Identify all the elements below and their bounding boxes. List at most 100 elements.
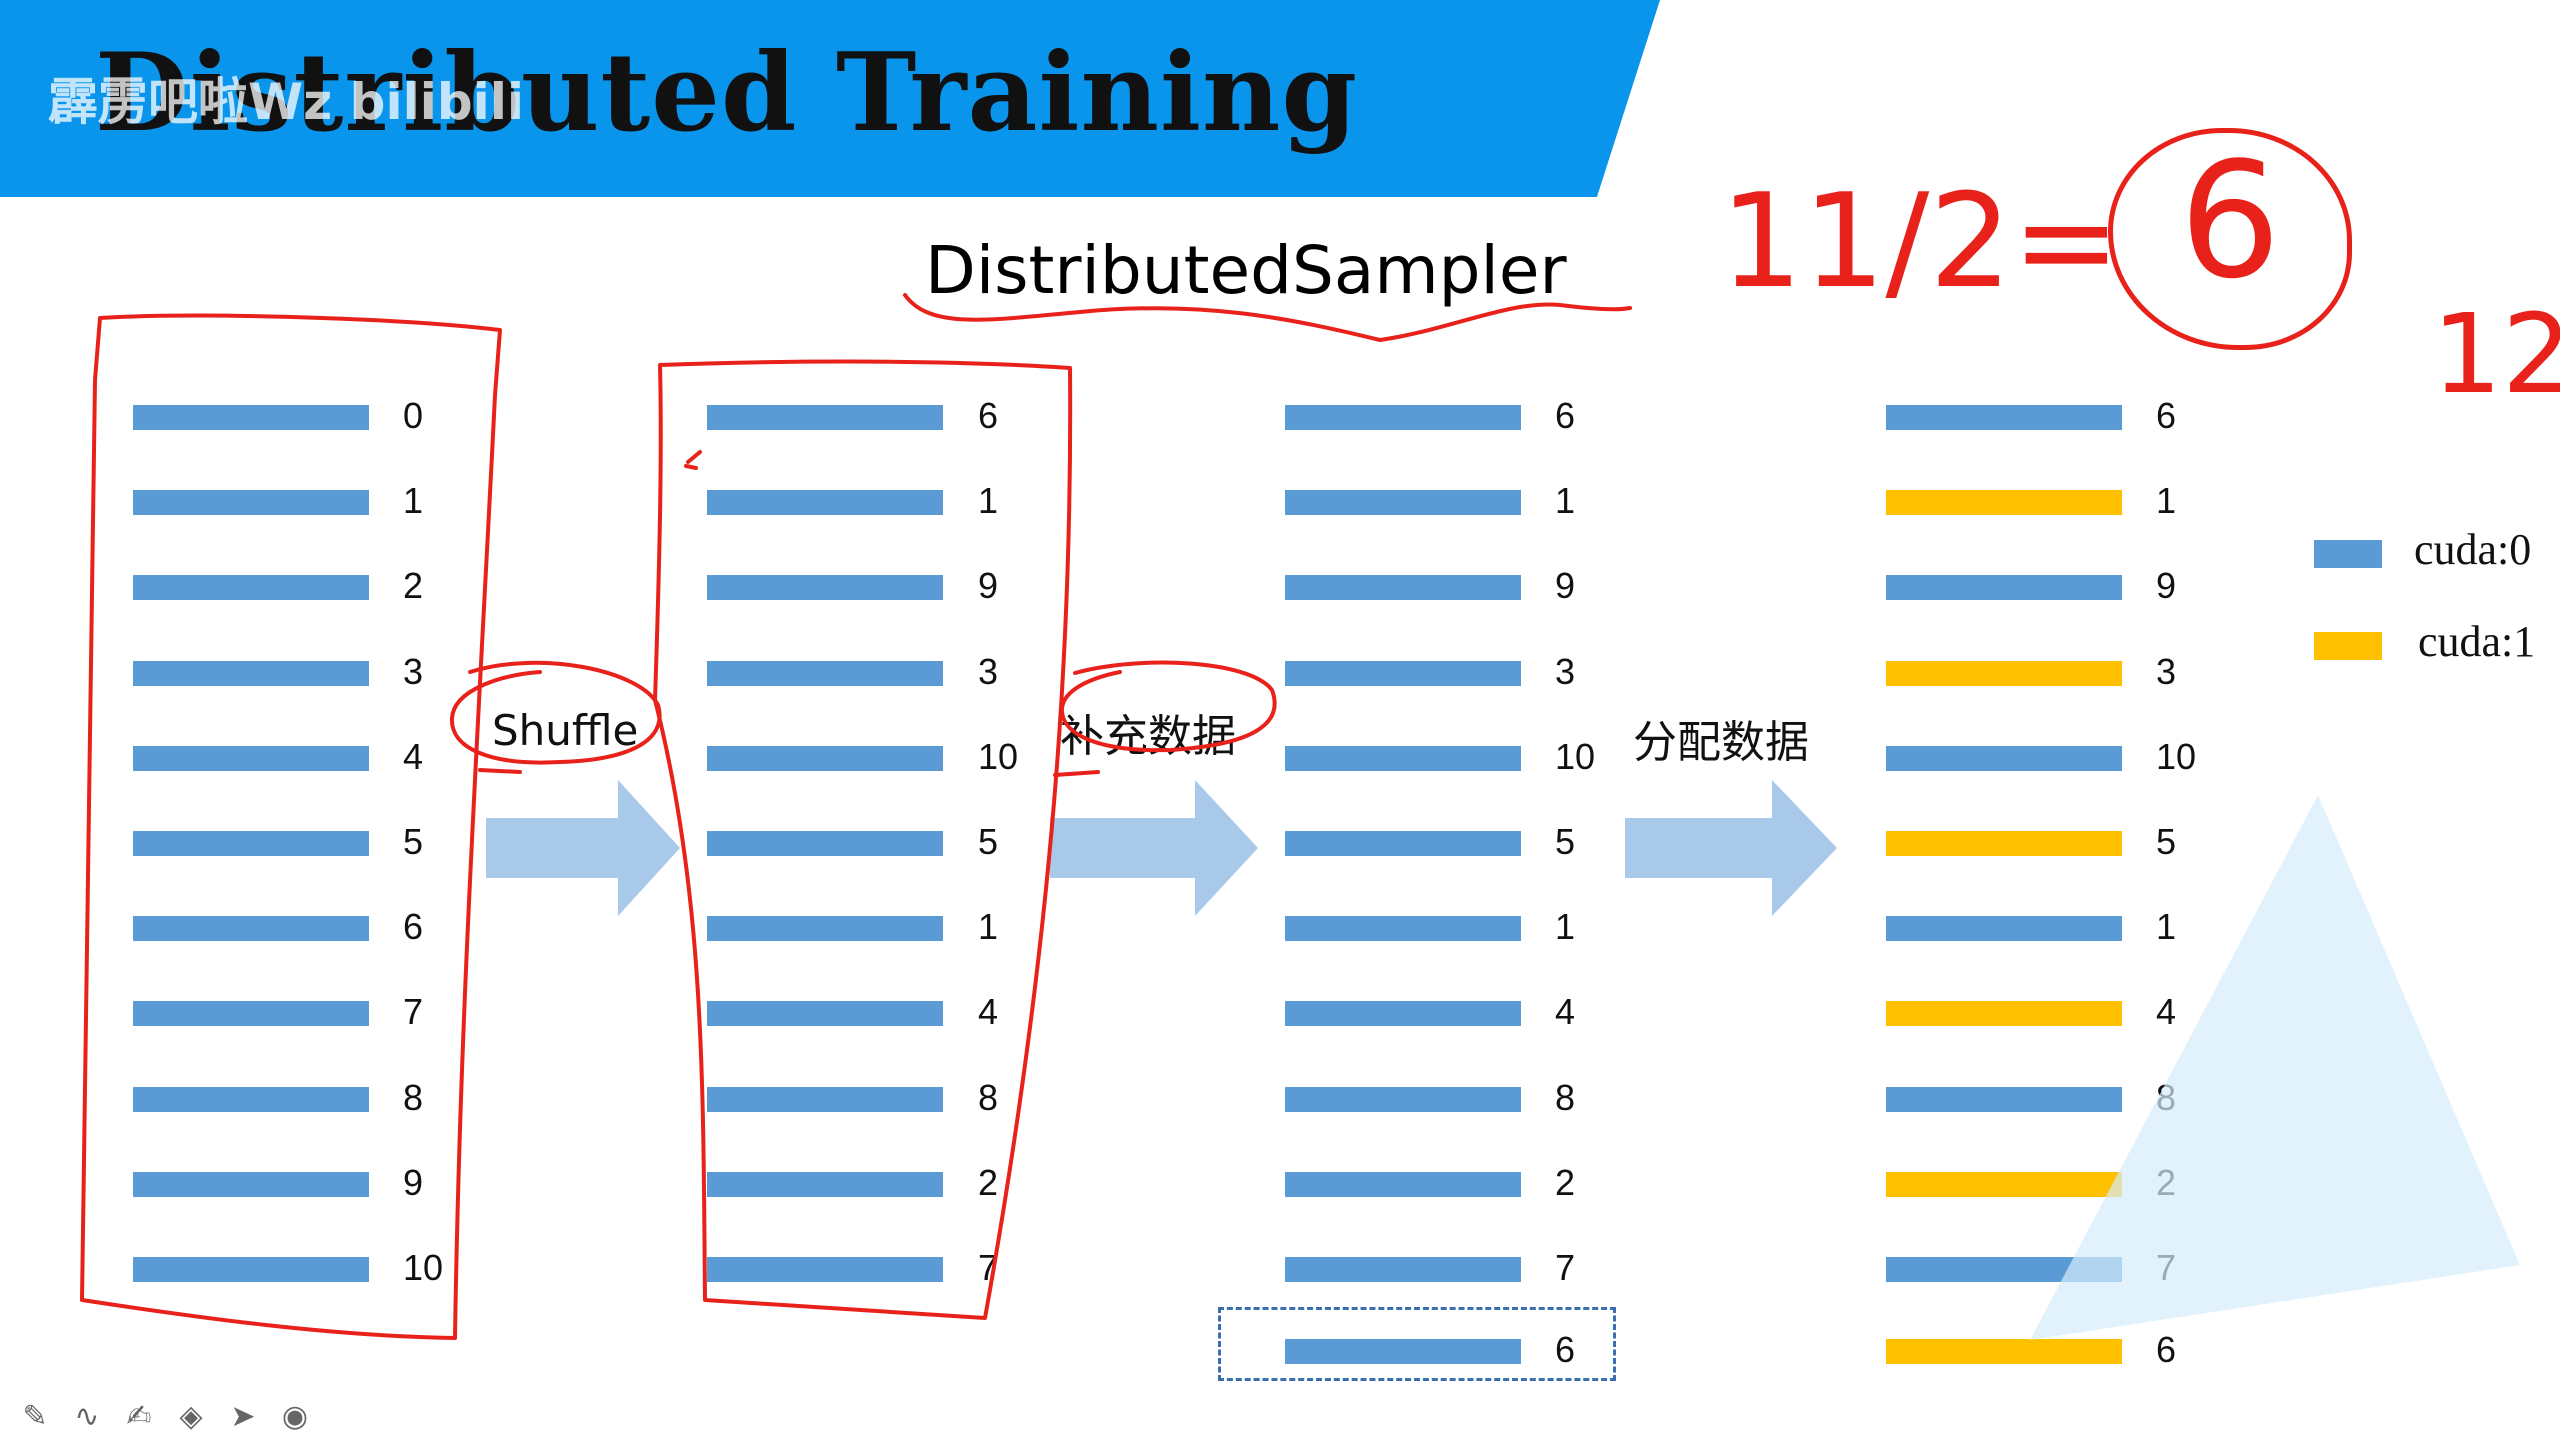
index-bar (1886, 745, 2122, 771)
pointer-icon[interactable]: ➤ (230, 1399, 256, 1434)
index-label: 1 (978, 480, 999, 522)
index-label: 6 (403, 906, 424, 948)
record-icon[interactable]: ◉ (281, 1399, 309, 1434)
index-bar (1886, 831, 2122, 856)
circled-result: 6 (2108, 128, 2352, 350)
index-label: 6 (1555, 1329, 1576, 1370)
index-bar (1285, 490, 1521, 516)
index-label: 4 (2156, 991, 2177, 1033)
index-bar (1285, 1339, 1521, 1364)
decorative-triangle (2030, 795, 2520, 1340)
index-bar (1886, 660, 2122, 686)
assign-label: 分配数据 (1633, 717, 1809, 768)
index-bar (707, 405, 943, 430)
index-bar (133, 1171, 369, 1197)
title-banner (0, 0, 1660, 197)
index-label: 1 (2156, 906, 2177, 948)
index-bar (1886, 490, 2122, 516)
index-bar (707, 831, 943, 856)
index-label: 0 (403, 395, 424, 436)
index-label: 4 (403, 735, 424, 777)
index-label: 9 (403, 1161, 424, 1203)
index-bar (133, 831, 369, 856)
index-bar (707, 745, 943, 771)
index-bar (1285, 831, 1521, 856)
handwritten-side-note: 12 (2432, 290, 2560, 418)
index-bar (1285, 1257, 1521, 1282)
ink-box-original (80, 313, 502, 1340)
legend-swatch-cuda1 (2314, 632, 2382, 660)
index-label: 1 (1555, 906, 1576, 948)
pad-arrow (1050, 780, 1258, 916)
index-label: 7 (403, 991, 424, 1033)
index-label: 10 (403, 1247, 444, 1288)
index-label: 10 (2156, 735, 2197, 777)
index-bar (133, 660, 369, 686)
index-bar (707, 916, 943, 942)
ink-small-mark (684, 450, 702, 470)
curve-icon[interactable]: ∿ (74, 1399, 100, 1434)
index-bar (133, 916, 369, 942)
index-label: 6 (2156, 395, 2177, 436)
index-label: 5 (2156, 821, 2177, 862)
index-bar (1886, 405, 2122, 430)
shuffle-label: Shuffle (492, 706, 639, 755)
index-bar (133, 745, 369, 771)
pad-label: 补充数据 (1060, 711, 1236, 762)
padded-element-box (1218, 1307, 1616, 1381)
legend-label-cuda1: cuda:1 (2418, 617, 2536, 666)
index-bar (1886, 916, 2122, 942)
page-title: Distributed Training (95, 30, 1359, 156)
index-bar (1886, 575, 2122, 601)
index-bar (707, 575, 943, 601)
annotation-toolbar: ✎ ∿ ✍ ◈ ➤ ◉ (18, 1400, 312, 1434)
index-bar (707, 490, 943, 516)
index-bar (1886, 1339, 2122, 1364)
index-bar (707, 660, 943, 686)
index-label: 5 (978, 821, 999, 862)
ink-circle-pad (1053, 660, 1277, 777)
index-label: 6 (1555, 395, 1576, 436)
index-bar (1886, 1001, 2122, 1027)
index-label: 1 (2156, 480, 2177, 522)
index-label: 10 (978, 735, 1019, 777)
assign-arrow (1625, 780, 1837, 916)
index-bar (707, 1171, 943, 1197)
ink-underline-subtitle (903, 293, 1632, 342)
index-label: 2 (403, 565, 424, 607)
legend-swatch-cuda0 (2314, 540, 2382, 568)
eraser-icon[interactable]: ◈ (179, 1399, 203, 1434)
highlighter-icon[interactable]: ✍ (126, 1399, 152, 1434)
index-bar (707, 1086, 943, 1112)
index-bar (1285, 660, 1521, 686)
index-label: 5 (1555, 821, 1576, 862)
index-label: 8 (403, 1076, 424, 1118)
index-bar (1886, 1086, 2122, 1112)
index-bar (1285, 575, 1521, 601)
index-bar (133, 490, 369, 516)
index-label: 6 (978, 395, 999, 436)
index-bar (1285, 745, 1521, 771)
index-label: 6 (2156, 1329, 2177, 1370)
subtitle: DistributedSampler (925, 232, 1567, 309)
pen-icon[interactable]: ✎ (22, 1399, 48, 1434)
index-bar (133, 1257, 369, 1282)
legend-label-cuda0: cuda:0 (2414, 525, 2532, 574)
index-bar (133, 1001, 369, 1027)
index-label: 3 (403, 650, 424, 692)
index-bar (1886, 1171, 2122, 1197)
index-label: 5 (403, 821, 424, 862)
index-label: 3 (2156, 650, 2177, 692)
index-bar (1285, 405, 1521, 430)
index-label: 1 (403, 480, 424, 522)
index-label: 4 (978, 991, 999, 1033)
watermark: 霹雳吧啦Wz bilibili (48, 73, 525, 131)
index-bar (1285, 1086, 1521, 1112)
index-label: 8 (1555, 1076, 1576, 1118)
ink-circle-shuffle (449, 660, 662, 774)
index-label: 1 (1555, 480, 1576, 522)
index-label: 9 (978, 565, 999, 607)
index-bar (1285, 1171, 1521, 1197)
